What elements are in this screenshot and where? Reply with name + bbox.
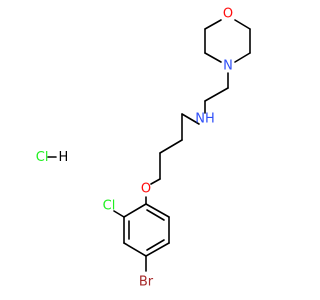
- bond-ring-c6-c1: [145, 203, 170, 218]
- morpholine-oxygen-label: O: [223, 7, 233, 22]
- bond-ring-c4-c5-inner: [146, 239, 165, 251]
- bromine-label: Br: [139, 275, 154, 290]
- bond-ring-lowerleft-n: [204, 52, 222, 63]
- bond-ch2-ch2: [204, 87, 229, 102]
- morpholine-nitrogen-label: N: [223, 59, 233, 74]
- bond-ring-c6-c1-inner: [146, 209, 165, 221]
- chlorine-label: Cl: [103, 199, 116, 214]
- bond-ring-upperright-o: [234, 19, 251, 30]
- bond-ring-o-upperleft: [204, 19, 222, 30]
- amine-label: NH: [195, 112, 215, 127]
- butyl-chain: [150, 113, 200, 185]
- bond-ring-c4-c5: [145, 242, 170, 257]
- bond-ring-c3-c4: [123, 242, 147, 257]
- bond-ring-cl: [113, 210, 125, 218]
- bond-ring-c1-c2: [123, 203, 147, 218]
- bond-nh-c1: [181, 113, 200, 125]
- bond-c4-o: [150, 178, 161, 185]
- ethyl-linker: [204, 72, 229, 114]
- morpholine-ring: [204, 19, 251, 63]
- bond-ring-n-lowerright: [234, 52, 251, 63]
- ether-oxygen-label: O: [141, 182, 151, 197]
- benzene-ring: [113, 196, 170, 272]
- bond-c2-c3: [159, 139, 183, 154]
